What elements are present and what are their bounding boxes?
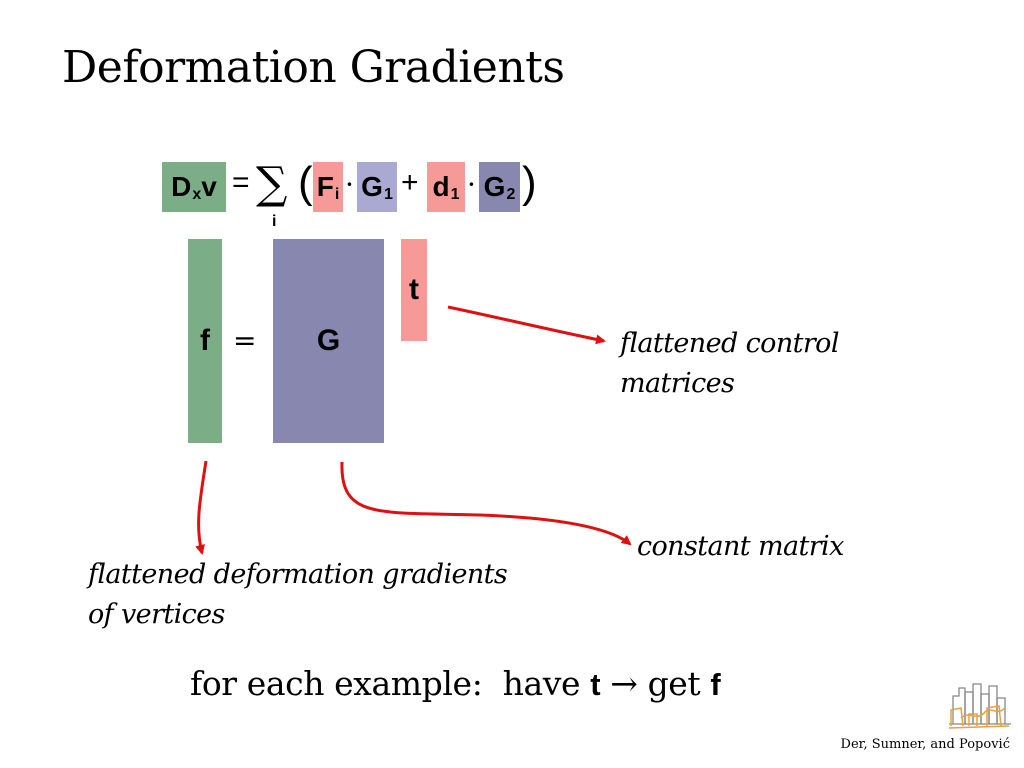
summary-f: f <box>710 667 721 702</box>
F-subscript: i <box>334 186 340 203</box>
dot-2: · <box>467 168 476 201</box>
gradients-label-line2: of vertices <box>88 599 225 630</box>
lhs-v: v <box>201 171 217 202</box>
f-vector-label: f <box>200 324 210 357</box>
sum-symbol: ∑ <box>256 158 288 209</box>
constant-matrix-label: constant matrix <box>637 531 844 562</box>
summary-arrow: → <box>600 664 648 703</box>
f-vector-block: f <box>188 239 222 443</box>
summary-statement: for each example: have t → get f <box>190 664 721 703</box>
t-vector-block: t <box>401 239 427 341</box>
arrow-to-gradients-label <box>195 460 208 555</box>
lhs-d: D <box>171 171 192 202</box>
G-matrix-block: G <box>273 239 384 443</box>
arrow-to-constant-label <box>340 461 632 546</box>
d1-subscript: 1 <box>450 186 460 203</box>
lhs-d-subscript: x <box>192 186 202 203</box>
sum-index: i <box>272 213 277 230</box>
G2-subscript: 2 <box>506 186 516 203</box>
control-label-line1: flattened control <box>620 328 839 359</box>
G2-symbol: G <box>483 171 506 202</box>
matrix-equals: = <box>233 324 257 357</box>
open-paren: ( <box>298 158 313 207</box>
arrow-to-control-label <box>447 305 606 345</box>
author-credit: Der, Sumner, and Popović <box>840 737 1010 752</box>
slide-title: Deformation Gradients <box>62 42 565 93</box>
deformation-gradients-label: flattened deformation gradients of verti… <box>88 555 508 635</box>
equation-equals: = <box>232 166 250 199</box>
plus-sign: + <box>401 166 419 199</box>
t-vector-label: t <box>409 273 419 306</box>
G1-symbol: G <box>361 171 383 202</box>
close-paren: ) <box>522 158 537 207</box>
G1-subscript: 1 <box>383 186 393 203</box>
control-matrices-label: flattened control matrices <box>620 324 839 404</box>
gradients-label-line1: flattened deformation gradients <box>88 559 508 590</box>
summary-t: t <box>590 667 601 702</box>
summary-part1: for each example: have <box>190 664 591 703</box>
F-symbol: F <box>316 171 334 202</box>
city-logo-icon <box>948 683 1011 729</box>
d-symbol: d <box>432 171 450 202</box>
control-label-line2: matrices <box>620 368 735 399</box>
summary-part2: get <box>647 664 711 703</box>
G-matrix-label: G <box>316 324 341 357</box>
dot-1: · <box>345 168 354 201</box>
